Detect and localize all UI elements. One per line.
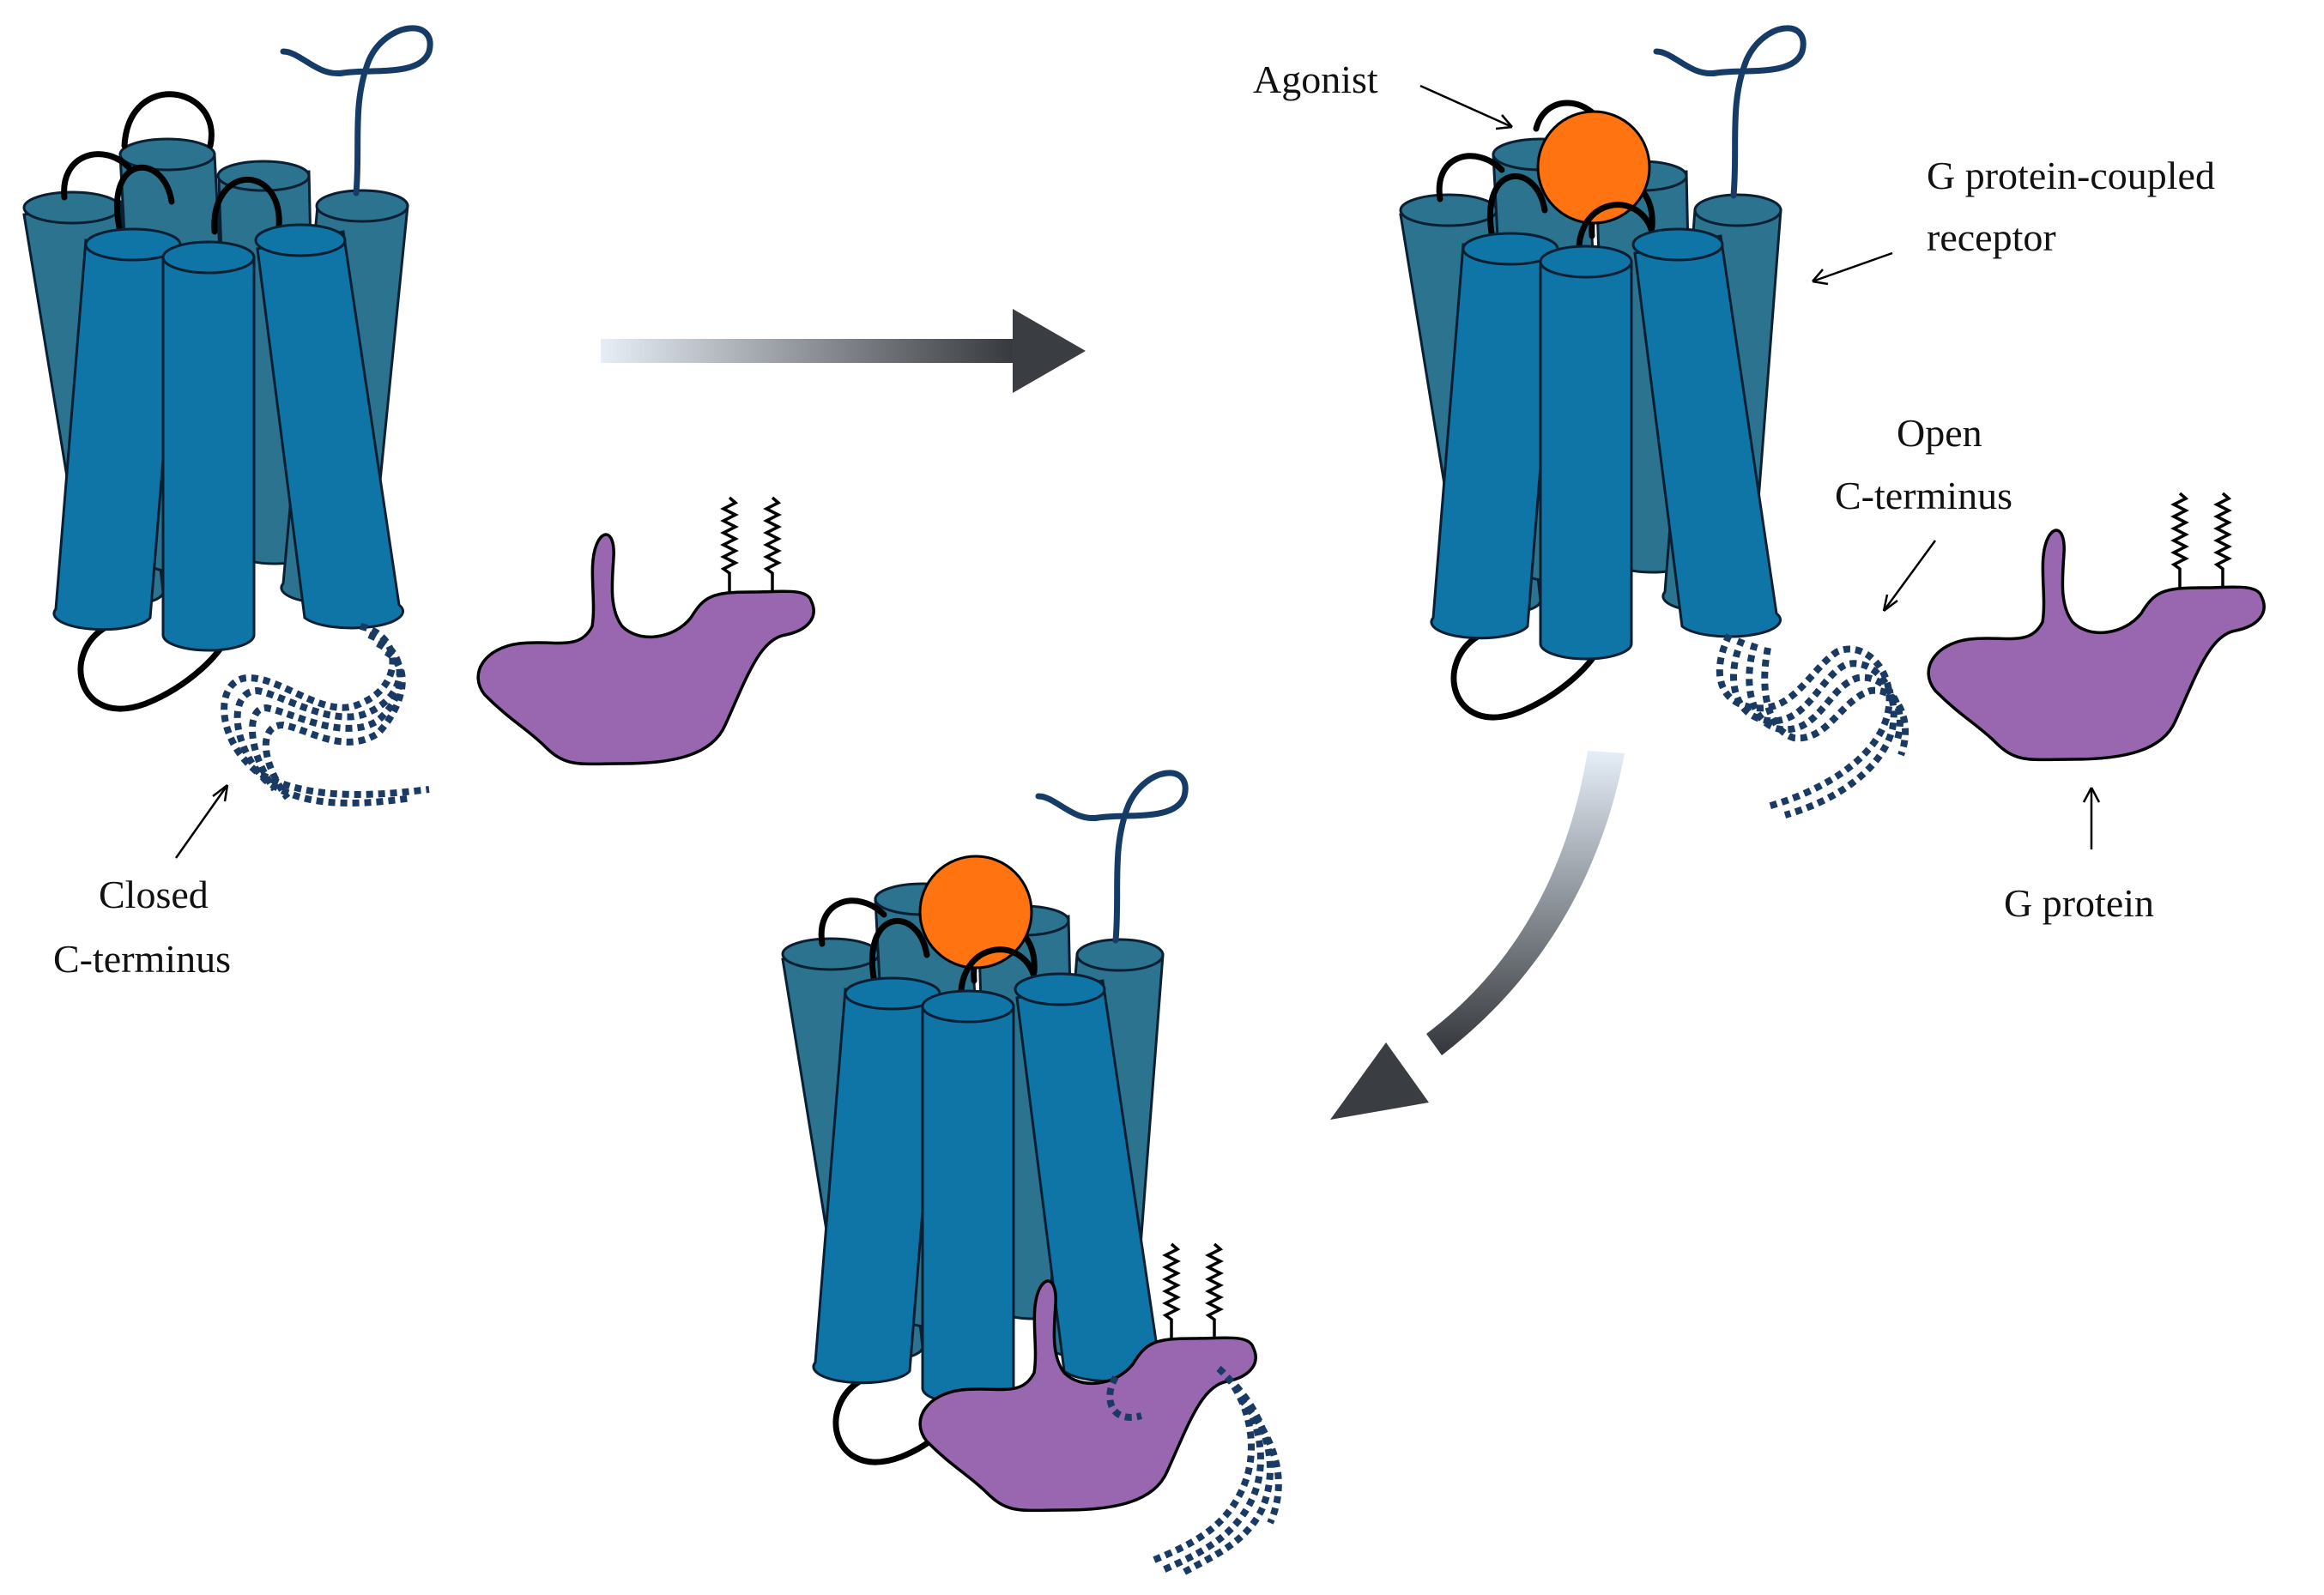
agonist [918,855,1033,970]
extracellular-loop [121,91,215,149]
n-terminus [1653,25,1807,199]
gpcr-label-line1: G protein-coupled [1927,154,2215,197]
gpcr-label-line2: receptor [1927,215,2056,259]
receptor-inactive [22,25,433,859]
front-helices [812,972,1165,1405]
g-protein-free [476,496,815,766]
closed-c-terminus [221,623,430,807]
agonist [1536,110,1651,225]
g-protein-label: G protein [2004,881,2154,925]
arrow-coupling [1330,751,1625,1120]
closed-c-terminus-label-line2: C-terminus [53,937,231,981]
closed-pointer [174,784,229,859]
g-protein-unbound [1927,492,2266,849]
extracellular-loop [61,151,132,201]
open-c-terminus-label-line2: C-terminus [1835,474,2012,517]
arrow-activation [601,309,1086,393]
front-helices [1430,227,1782,661]
intracellular-loop [77,623,231,712]
extracellular-loop [211,176,282,235]
extracellular-loop [113,164,175,235]
gpcr-pointer [1812,251,1893,283]
open-c-terminus-label-line1: Open [1897,411,1982,455]
open-pointer [1882,540,1937,612]
agonist-pointer [1419,84,1513,129]
front-helices [52,223,405,652]
labels: Closed C-terminus Agonist G protein-coup… [53,57,2215,981]
n-terminus [280,25,433,196]
receptor-active [1399,25,1937,819]
coupled-c-terminus [1106,1365,1282,1578]
closed-c-terminus-label-line1: Closed [99,873,209,916]
receptor-coupled [781,770,1282,1578]
agonist-label: Agonist [1253,57,1378,101]
n-terminus [1035,770,1189,944]
open-c-terminus [1716,633,1909,819]
